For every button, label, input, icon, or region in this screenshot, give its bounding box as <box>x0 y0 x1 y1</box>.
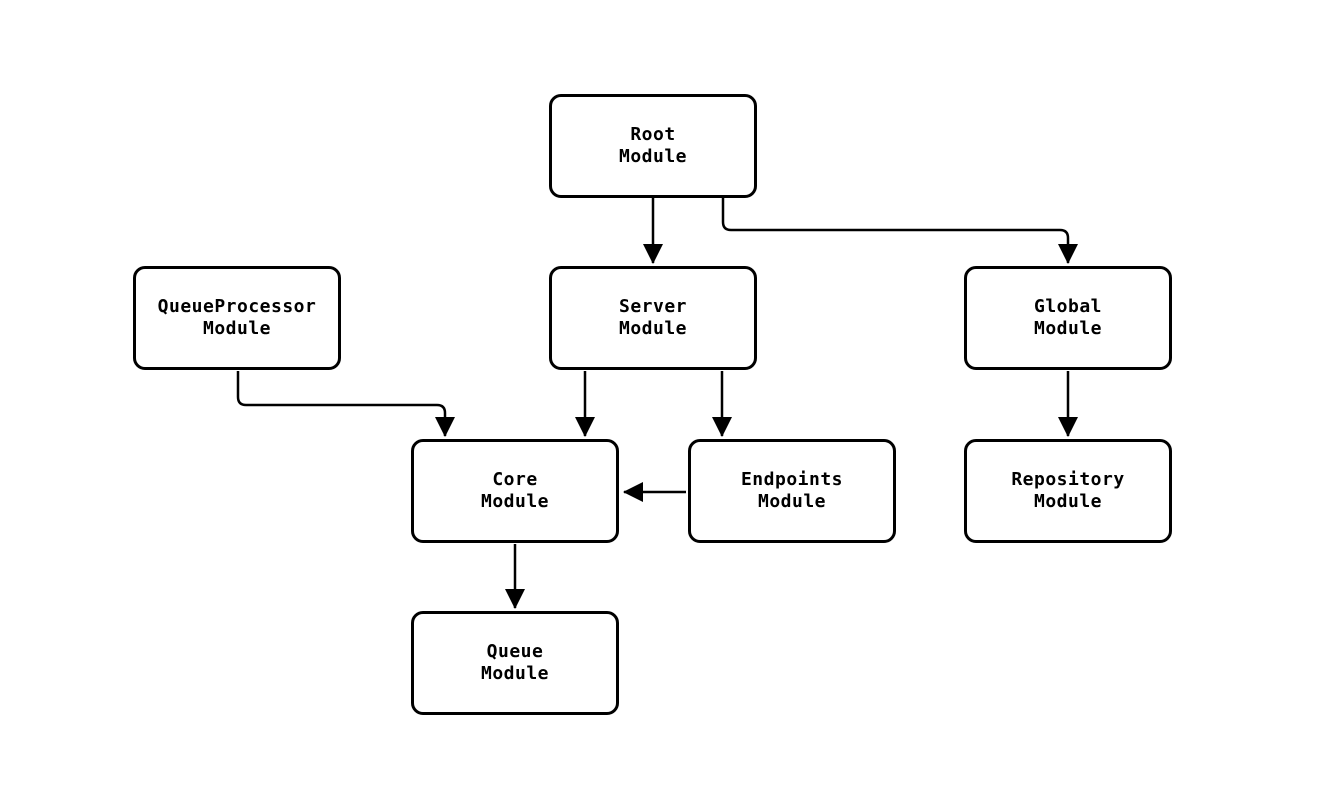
node-title: Core <box>492 469 538 490</box>
node-title: QueueProcessor <box>157 296 317 317</box>
node-title: Root <box>630 124 676 145</box>
edge-root-to-global <box>721 198 1078 264</box>
node-subtitle: Module <box>618 318 688 339</box>
node-subtitle: Module <box>480 491 550 512</box>
node-subtitle: Module <box>1033 318 1103 339</box>
node-root-module: Root Module <box>549 94 757 198</box>
node-title: Endpoints <box>740 469 844 490</box>
edge-queueprocessor-to-core <box>236 371 455 437</box>
node-queue-module: Queue Module <box>411 611 619 715</box>
node-core-module: Core Module <box>411 439 619 543</box>
node-title: Global <box>1033 296 1103 317</box>
node-subtitle: Module <box>757 491 827 512</box>
node-subtitle: Module <box>1033 491 1103 512</box>
node-title: Queue <box>486 641 544 662</box>
node-global-module: Global Module <box>964 266 1172 370</box>
node-server-module: Server Module <box>549 266 757 370</box>
node-subtitle: Module <box>618 146 688 167</box>
node-subtitle: Module <box>202 318 272 339</box>
node-subtitle: Module <box>480 663 550 684</box>
node-title: Repository <box>1011 469 1125 490</box>
node-queueprocessor-module: QueueProcessor Module <box>133 266 341 370</box>
node-repository-module: Repository Module <box>964 439 1172 543</box>
node-title: Server <box>618 296 688 317</box>
node-endpoints-module: Endpoints Module <box>688 439 896 543</box>
